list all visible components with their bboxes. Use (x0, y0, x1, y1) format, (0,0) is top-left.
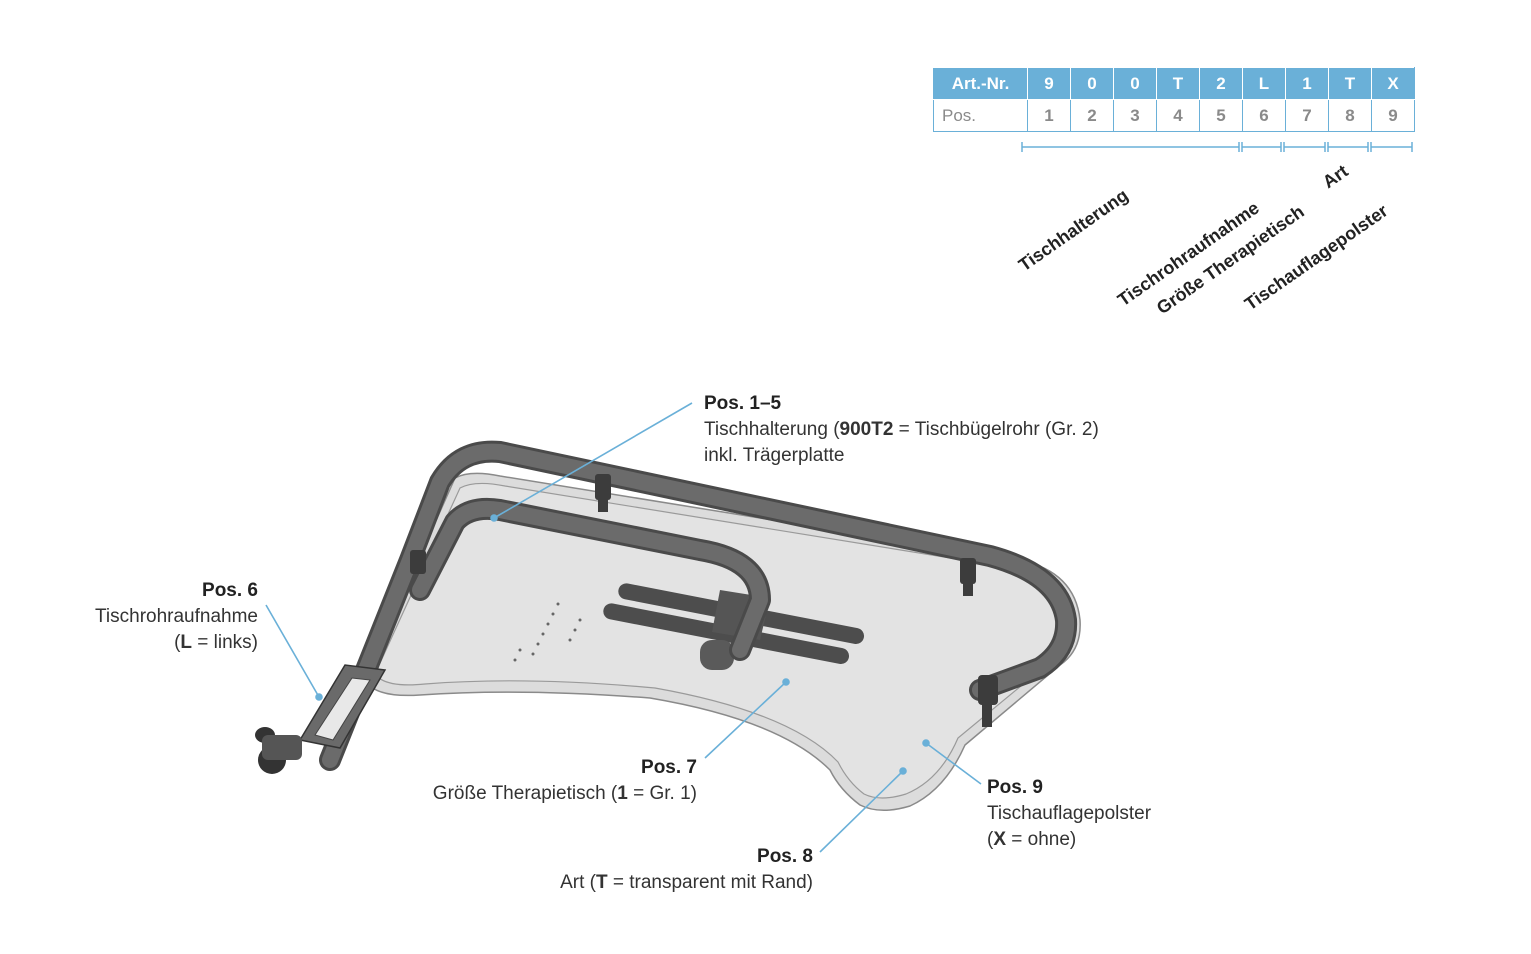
art-nr-cell: 0 (1113, 67, 1157, 100)
callout-title: Pos. 9 (987, 777, 1043, 798)
art-nr-cell: 0 (1070, 67, 1114, 100)
callout-text: = Gr. 1) (627, 783, 697, 804)
posts (410, 474, 998, 727)
leader-lines (265, 402, 982, 853)
art-nr-cell: T (1156, 67, 1200, 100)
article-code-table: Art.-Nr. 9 0 0 T 2 L 1 T X Pos. 1 2 3 4 … (933, 67, 1415, 132)
art-nr-cell: T (1328, 67, 1372, 100)
pos-cell: 2 (1070, 99, 1114, 132)
art-nr-label: Art.-Nr. (933, 67, 1028, 100)
callout-title: Pos. 8 (757, 846, 813, 867)
callout-line: Tischhalterung (900T2 = Tischbügelrohr (… (704, 417, 1099, 443)
art-nr-cell: 1 (1285, 67, 1329, 100)
pos-cell: 1 (1027, 99, 1071, 132)
callout-pos-7: Pos. 7 Größe Therapietisch (1 = Gr. 1) (380, 755, 697, 807)
callout-line: Tischauflagepolster (987, 803, 1152, 824)
art-nr-cell: X (1371, 67, 1415, 100)
callout-line: Größe Therapietisch (1 = Gr. 1) (380, 781, 697, 807)
callout-text: = transparent mit Rand) (607, 872, 813, 893)
group-brackets (1021, 142, 1413, 152)
hole-markings (513, 602, 582, 662)
callout-text: ( (174, 632, 181, 653)
callout-line: (X = ohne) (987, 827, 1151, 853)
callout-text: Tischhalterung ( (704, 419, 840, 440)
pos-cell: 3 (1113, 99, 1157, 132)
callout-pos-8: Pos. 8 Art (T = transparent mit Rand) (480, 844, 813, 896)
callout-bold: X (993, 829, 1007, 850)
callout-text: = links) (192, 632, 258, 653)
callout-line: inkl. Trägerplatte (704, 445, 845, 466)
pos-cell: 4 (1156, 99, 1200, 132)
callout-text: = ohne) (1006, 829, 1077, 850)
callout-bold: T (595, 872, 608, 893)
art-nr-cell: 2 (1199, 67, 1243, 100)
callout-text: ( (987, 829, 994, 850)
art-nr-cell: 9 (1027, 67, 1071, 100)
callout-pos-9: Pos. 9 Tischauflagepolster (X = ohne) (987, 775, 1151, 853)
pos-cell: 8 (1328, 99, 1372, 132)
callout-bold: 900T2 (839, 419, 894, 440)
callout-bold: 1 (617, 783, 628, 804)
pos-row: Pos. 1 2 3 4 5 6 7 8 9 (933, 99, 1415, 132)
pos-cell: 5 (1199, 99, 1243, 132)
callout-text: = Tischbügelrohr (Gr. 2) (893, 419, 1099, 440)
callout-line: Tischrohraufnahme (95, 606, 258, 627)
callout-text: Größe Therapietisch ( (432, 783, 618, 804)
art-nr-row: Art.-Nr. 9 0 0 T 2 L 1 T X (933, 67, 1415, 100)
callout-text: Art ( (560, 872, 596, 893)
pos-cell: 7 (1285, 99, 1329, 132)
pos-cell: 9 (1371, 99, 1415, 132)
callout-line: (L = links) (40, 630, 258, 656)
callout-pos-1-5: Pos. 1–5 Tischhalterung (900T2 = Tischbü… (704, 391, 1099, 469)
pos-label: Pos. (933, 99, 1028, 132)
callout-bold: L (180, 632, 192, 653)
table-tube (319, 440, 1078, 771)
callout-title: Pos. 7 (641, 757, 697, 778)
tube-clamp (255, 664, 387, 774)
art-nr-cell: L (1242, 67, 1286, 100)
callout-title: Pos. 6 (202, 580, 258, 601)
callout-line: Art (T = transparent mit Rand) (480, 870, 813, 896)
callout-pos-6: Pos. 6 Tischrohraufnahme (L = links) (40, 578, 258, 656)
callout-title: Pos. 1–5 (704, 393, 782, 414)
pos-cell: 6 (1242, 99, 1286, 132)
